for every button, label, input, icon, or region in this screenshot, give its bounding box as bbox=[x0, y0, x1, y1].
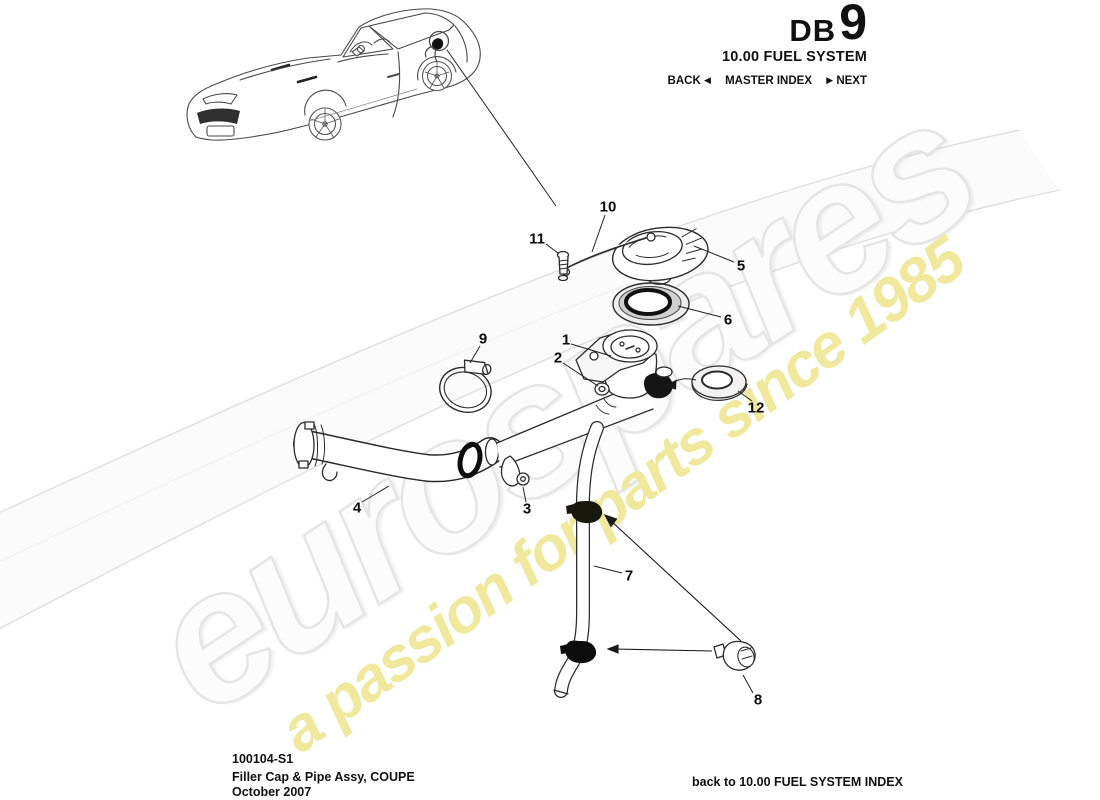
callout-11[interactable]: 11 bbox=[529, 230, 545, 248]
callout-9[interactable]: 9 bbox=[478, 330, 488, 348]
callout-6[interactable]: 6 bbox=[723, 311, 733, 329]
logo-db-text: DB bbox=[789, 13, 837, 49]
callout-7[interactable]: 7 bbox=[624, 567, 634, 585]
next-arrow-icon: ▶ bbox=[826, 75, 834, 85]
direction-arrows bbox=[603, 378, 742, 654]
bolt-2 bbox=[594, 382, 610, 396]
callout-12[interactable]: 12 bbox=[747, 399, 765, 417]
drawing-title: Filler Cap & Pipe Assy, COUPE bbox=[232, 770, 415, 785]
rubber-elbow bbox=[644, 366, 673, 399]
section-title: 10.00 FUEL SYSTEM bbox=[722, 49, 867, 65]
footer-info: 100104-S1 Filler Cap & Pipe Assy, COUPE … bbox=[232, 752, 415, 799]
drawing-date: October 2007 bbox=[232, 784, 312, 799]
next-link[interactable]: ▶ NEXT bbox=[826, 75, 867, 87]
joint-clamp-ring bbox=[457, 441, 483, 479]
header-nav: BACK ◀ MASTER INDEX ▶ NEXT bbox=[657, 75, 867, 87]
car-front-wheel bbox=[308, 107, 342, 141]
grommet bbox=[691, 365, 748, 401]
logo-9-text: 9 bbox=[839, 0, 867, 50]
master-index-link[interactable]: MASTER INDEX bbox=[725, 75, 812, 87]
pipe-clip-top bbox=[566, 501, 603, 524]
drawing-number: 100104-S1 bbox=[232, 752, 294, 766]
pipe-bracket bbox=[500, 455, 530, 487]
callout-5[interactable]: 5 bbox=[736, 257, 746, 275]
screw-11 bbox=[556, 250, 570, 282]
fuel-system-index-link[interactable]: back to 10.00 FUEL SYSTEM INDEX bbox=[692, 775, 903, 789]
breather-pipe bbox=[553, 421, 604, 698]
car-illustration bbox=[186, 8, 481, 141]
fuel-filler-location-marker bbox=[424, 30, 450, 63]
seal-ring bbox=[612, 282, 690, 326]
back-arrow-icon: ◀ bbox=[703, 75, 711, 85]
callout-10[interactable]: 10 bbox=[599, 198, 617, 216]
callout-2[interactable]: 2 bbox=[553, 349, 563, 367]
callout-4[interactable]: 4 bbox=[352, 499, 362, 517]
clip-8 bbox=[713, 640, 756, 671]
leader-lines bbox=[361, 49, 754, 694]
back-link[interactable]: BACK ◀ bbox=[667, 75, 711, 87]
filler-hose bbox=[293, 421, 504, 483]
car-rear-wheel bbox=[421, 60, 453, 92]
callout-8[interactable]: 8 bbox=[753, 691, 763, 709]
worm-clamp bbox=[439, 359, 492, 414]
callout-1[interactable]: 1 bbox=[561, 331, 571, 349]
filler-neck-assembly bbox=[575, 329, 658, 399]
pipe-clip-bottom bbox=[560, 640, 597, 664]
callout-3[interactable]: 3 bbox=[522, 500, 532, 518]
